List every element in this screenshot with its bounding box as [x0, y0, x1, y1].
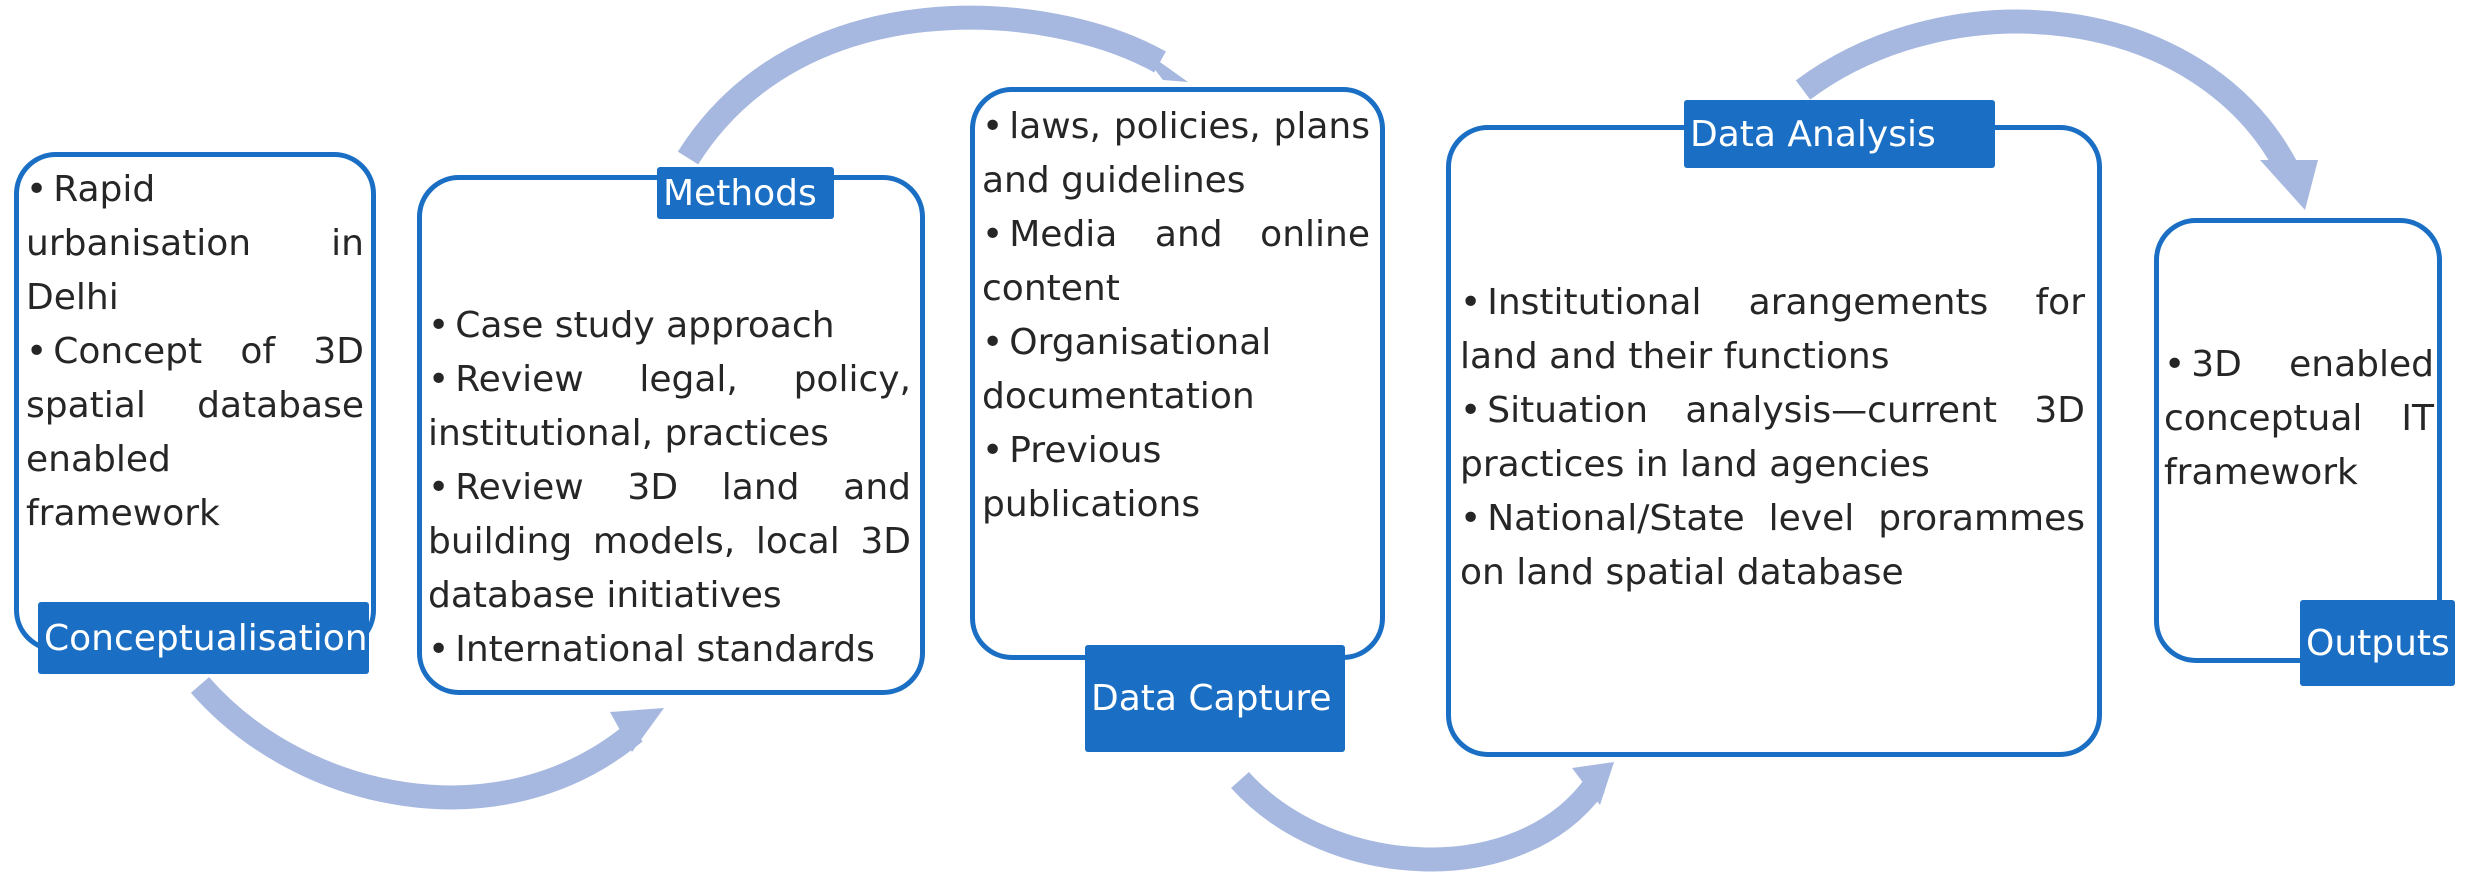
bullet-item: Organisational documentation [982, 316, 1370, 424]
arrow-head-2 [1136, 45, 1188, 82]
methods-label: Methods [657, 167, 834, 219]
bullet-item: International standards [428, 623, 911, 677]
bullet-item: Institutional arangements for land and t… [1460, 276, 2085, 384]
bullet-item: Previous publications [982, 424, 1370, 532]
conceptualisation-bullets: Rapid urbanisation in Delhi Concept of 3… [26, 163, 364, 541]
data-capture-bullets: laws, policies, plans and guidelines Med… [982, 100, 1370, 532]
data-capture-label: Data Capture [1085, 645, 1345, 752]
bullet-item: Review legal, policy, institutional, pra… [428, 353, 911, 461]
bullet-item: National/State level prorammes on land s… [1460, 492, 2085, 600]
arrow-analysis-to-outputs [1795, 9, 2299, 176]
outputs-label: Outputs [2300, 600, 2455, 686]
methods-bullets: Case study approach Review legal, policy… [428, 299, 911, 677]
data-analysis-label: Data Analysis [1684, 100, 1995, 168]
arrow-methods-to-data-capture [677, 5, 1166, 165]
outputs-bullets: 3D enabled conceptual IT framework [2164, 338, 2434, 500]
arrow-head-3 [1572, 762, 1614, 805]
bullet-item: 3D enabled conceptual IT framework [2164, 338, 2434, 500]
arrow-data-capture-to-analysis [1231, 771, 1605, 872]
bullet-item: Review 3D land and building models, loca… [428, 461, 911, 623]
conceptualisation-label: Conceptualisation [38, 602, 369, 674]
bullet-item: Case study approach [428, 299, 911, 353]
bullet-item: Concept of 3D spatial database enabled f… [26, 325, 364, 541]
arrow-head-1 [610, 708, 664, 752]
arrow-conceptualisation-to-methods [190, 677, 643, 810]
data-analysis-bullets: Institutional arangements for land and t… [1460, 276, 2085, 600]
bullet-item: Rapid urbanisation in Delhi [26, 163, 364, 325]
bullet-item: Media and online content [982, 208, 1370, 316]
bullet-item: Situation analysis—current 3D practices … [1460, 384, 2085, 492]
bullet-item: laws, policies, plans and guidelines [982, 100, 1370, 208]
arrow-head-4 [2260, 160, 2318, 210]
